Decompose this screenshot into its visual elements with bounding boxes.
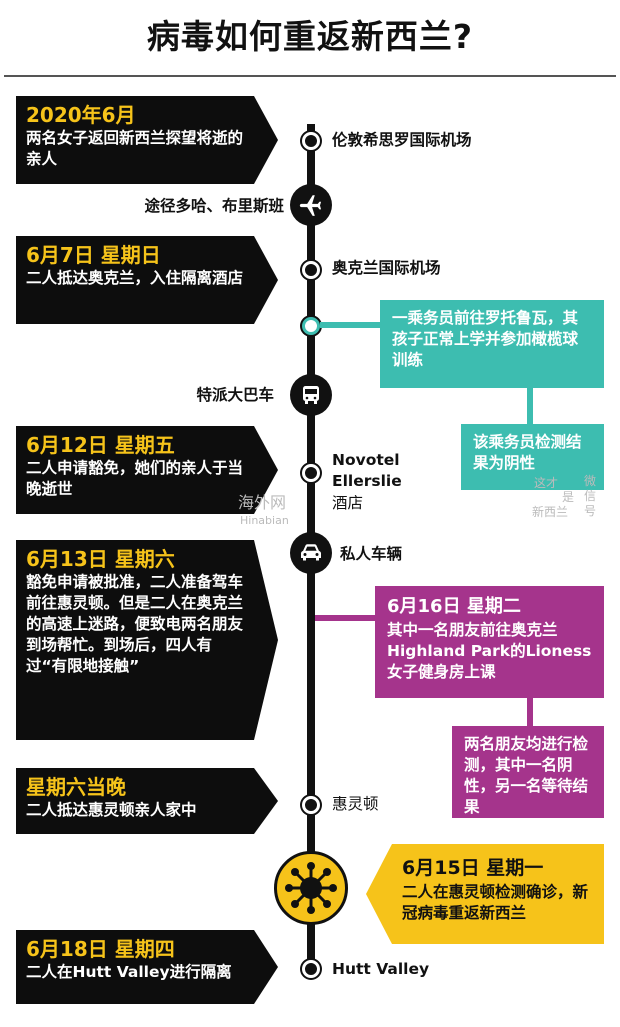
event-heading: 星期六当晚 [26, 775, 126, 799]
place-london: 伦敦希思罗国际机场 [332, 131, 472, 149]
positive-test-box: 6月15日 星期一 二人在惠灵顿检测确诊，新冠病毒重返新西兰 [366, 844, 604, 944]
bus-icon [290, 374, 332, 416]
watermark-site: 海外网 [238, 493, 287, 512]
transport-car-label: 私人车辆 [340, 545, 403, 563]
friends-test-box: 两名朋友均进行检测，其中一名阴性，另一名等待结果 [452, 726, 604, 818]
timeline-dot-auckland [302, 261, 320, 279]
transport-bus-label: 特派大巴车 [196, 386, 274, 404]
event-heading: 6月7日 星期日 [26, 243, 161, 267]
place-auckland: 奥克兰国际机场 [332, 259, 441, 277]
crew-result-box: 该乘务员检测结果为阴性 [461, 424, 604, 490]
event-body: 两名女子返回新西兰探望将逝的亲人 [26, 129, 244, 168]
event-body: 二人在Hutt Valley进行隔离 [26, 963, 232, 981]
virus-icon [274, 851, 348, 925]
car-icon [290, 532, 332, 574]
event-card-june-12: 6月12日 星期五 二人申请豁免，她们的亲人于当晚逝世 [16, 426, 278, 514]
event-heading: 6月12日 星期五 [26, 433, 175, 457]
title-divider [4, 75, 616, 77]
friend-gym-box: 6月16日 星期二 其中一名朋友前往奥克兰Highland Park的Lione… [375, 586, 604, 698]
place-hutt: Hutt Valley [332, 960, 430, 978]
event-heading: 6月13日 星期六 [26, 547, 175, 571]
event-card-june-13: 6月13日 星期六 豁免申请被批准，二人准备驾车前往惠灵顿。但是二人在奥克兰的高… [16, 540, 278, 740]
event-body: 二人抵达惠灵顿亲人家中 [26, 801, 197, 819]
event-body: 二人申请豁免，她们的亲人于当晚逝世 [26, 459, 244, 498]
event-heading: 6月18日 星期四 [26, 937, 175, 961]
watermark-brand-2: 是 [562, 490, 575, 504]
crew-note-box: 一乘务员前往罗托鲁瓦，其孩子正常上学并参加橄榄球训练 [380, 300, 604, 388]
timeline-dot-hutt [302, 960, 320, 978]
teal-connector-horizontal [320, 322, 380, 328]
event-card-june-2020: 2020年6月 两名女子返回新西兰探望将逝的亲人 [16, 96, 278, 184]
positive-test-heading: 6月15日 星期一 [402, 857, 544, 879]
event-card-june-7: 6月7日 星期日 二人抵达奥克兰，入住隔离酒店 [16, 236, 278, 324]
place-ellerslie: Ellerslie [332, 472, 402, 490]
plane-icon [290, 184, 332, 226]
event-body: 豁免申请被批准，二人准备驾车前往惠灵顿。但是二人在奥克兰的高速上迷路，便致电两名… [26, 573, 244, 675]
event-card-saturday-night: 星期六当晚 二人抵达惠灵顿亲人家中 [16, 768, 278, 834]
watermark-wechat: 微信号 [584, 474, 597, 518]
event-heading: 2020年6月 [26, 103, 136, 127]
timeline-dot-london [302, 132, 320, 150]
watermark-brand-1: 这才 [534, 476, 559, 490]
event-card-june-18: 6月18日 星期四 二人在Hutt Valley进行隔离 [16, 930, 278, 1004]
watermark-site-latin: Hinabian [240, 514, 289, 527]
friend-gym-body: 其中一名朋友前往奥克兰Highland Park的Lioness女子健身房上课 [387, 621, 592, 681]
watermark-brand-3: 新西兰 [532, 505, 569, 519]
event-body: 二人抵达奥克兰，入住隔离酒店 [26, 269, 244, 287]
teal-connector-vertical [527, 388, 533, 424]
timeline-dot-wellington [302, 796, 320, 814]
place-hotel: 酒店 [332, 494, 364, 512]
positive-test-body: 二人在惠灵顿检测确诊，新冠病毒重返新西兰 [402, 883, 589, 922]
page-title: 病毒如何重返新西兰? [146, 17, 474, 56]
place-wellington: 惠灵顿 [332, 795, 379, 813]
timeline-dot-crew [302, 317, 320, 335]
timeline-dot-novotel [302, 464, 320, 482]
transport-plane-label: 途径多哈、布里斯班 [144, 197, 284, 215]
friend-gym-heading: 6月16日 星期二 [387, 596, 521, 617]
place-novotel: Novotel [332, 451, 400, 469]
purple-connector-vertical [527, 698, 533, 726]
purple-connector-horizontal [315, 615, 375, 621]
